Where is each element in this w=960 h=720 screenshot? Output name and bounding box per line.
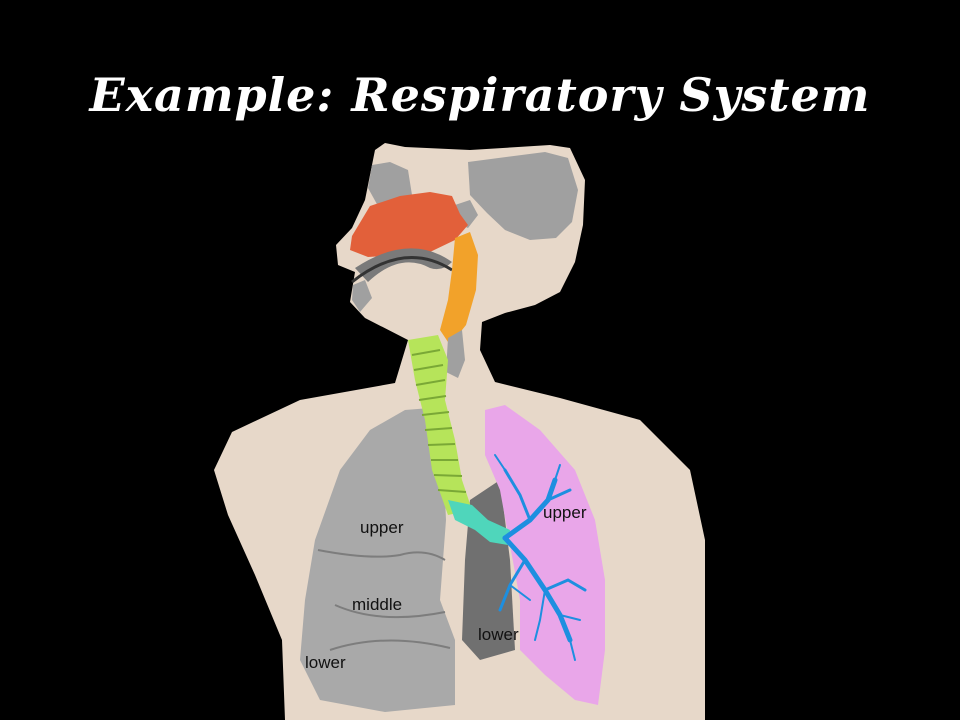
right-lung-fissure-upper <box>317 549 446 561</box>
nasal-cavity <box>350 192 468 257</box>
right-lung <box>300 408 455 712</box>
palate-line <box>351 256 453 284</box>
bronchiole-tree <box>494 454 587 661</box>
esophagus <box>446 330 465 378</box>
label-left-upper: upper <box>543 503 587 522</box>
slide-title: Example: Respiratory System <box>89 68 871 122</box>
skull-bone <box>468 152 578 240</box>
label-left-lower: lower <box>478 625 519 644</box>
right-lung-fissure-lower <box>334 604 446 619</box>
mouth-jaw <box>352 280 372 312</box>
left-lung <box>485 405 605 705</box>
trachea-rings <box>411 349 467 493</box>
pharynx <box>440 232 478 345</box>
bronchi <box>448 500 510 545</box>
right-lung-fissure-oblique <box>329 639 451 651</box>
label-right-upper: upper <box>360 518 404 537</box>
label-right-lower: lower <box>305 653 346 672</box>
trachea <box>408 335 472 515</box>
oral-cavity <box>355 248 452 282</box>
label-right-middle: middle <box>352 595 402 614</box>
